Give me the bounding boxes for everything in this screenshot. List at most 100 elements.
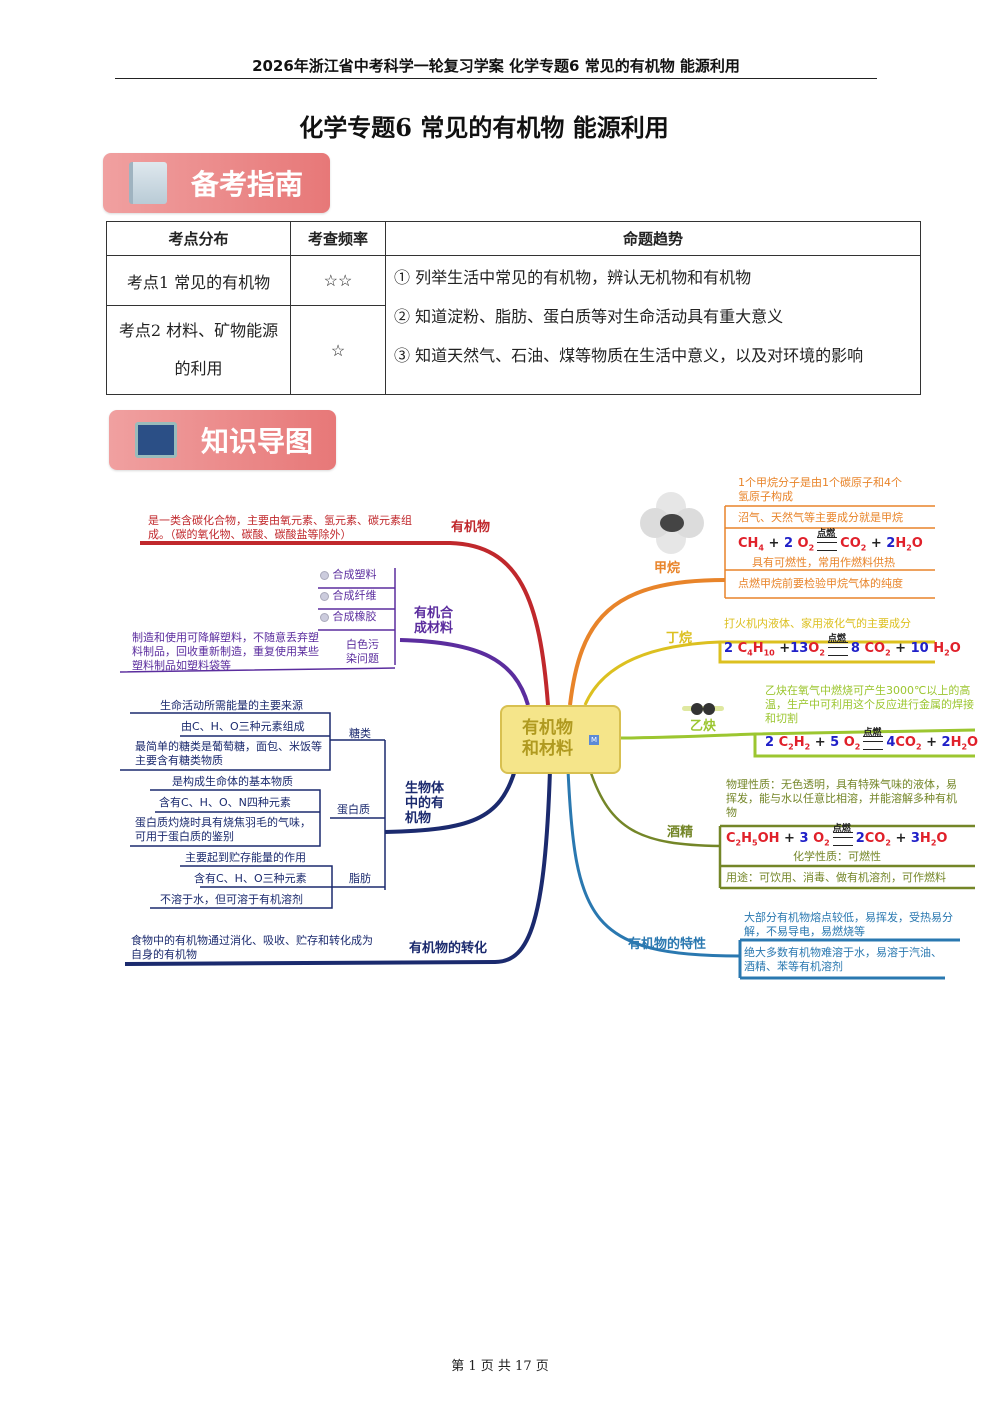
methane-item: 具有可燃性，常用作燃料供热 — [752, 556, 895, 569]
subscript: 4 — [747, 648, 753, 658]
sugar-node[interactable]: 糖类 — [349, 727, 371, 740]
synthetic-item[interactable]: 合成橡胶 — [320, 610, 377, 624]
formula-token: O — [793, 536, 809, 551]
methane-item: 沼气、天然气等主要成分就是甲烷 — [738, 511, 903, 524]
formula-token: 2 — [941, 735, 951, 750]
formula-token: O — [936, 831, 948, 846]
formula-token: 2 — [724, 641, 738, 656]
subscript: 2 — [885, 838, 891, 848]
column-header: 考查频率 — [290, 221, 386, 256]
expand-icon[interactable] — [320, 591, 329, 601]
reaction-condition: 点燃 — [827, 634, 848, 656]
item-label: 合成橡胶 — [332, 610, 377, 623]
formula-token: CO — [864, 641, 886, 656]
item-label: 合成纤维 — [332, 589, 377, 602]
protein-item: 蛋白质灼烧时具有烧焦羽毛的气味，可用于蛋白质的鉴别 — [135, 816, 311, 843]
formula-token: + — [866, 536, 887, 551]
butane-node[interactable]: 丁烷 — [666, 631, 693, 646]
white-pollution-node[interactable]: 白色污染问题 — [346, 638, 379, 665]
subscript: 2 — [735, 838, 742, 848]
formula-token: O — [967, 735, 979, 750]
formula-token: O — [808, 641, 820, 656]
subscript: 2 — [808, 543, 815, 553]
table-row: 考点2 材料、矿物能源的利用 ☆ — [106, 305, 921, 395]
subscript: 2 — [819, 648, 825, 658]
synthetic-item[interactable]: 合成纤维 — [320, 589, 377, 603]
formula-token: CO — [864, 831, 886, 846]
transform-node[interactable]: 有机物的转化 — [409, 941, 488, 956]
organic-definition: 是一类含碳化合物，主要由氧元素、氢元素、碳元素组成。（碳的氧化物、碳酸、碳酸盐等… — [148, 514, 412, 541]
branch-synthetic — [399, 638, 530, 706]
mindmap-center-node[interactable]: 有机物和材料 M — [500, 705, 621, 774]
reaction-condition: 点燃 — [832, 824, 853, 846]
frequency-cell: ☆ — [290, 305, 386, 395]
expand-icon[interactable] — [320, 570, 329, 580]
formula-token: 2 — [855, 831, 865, 846]
alcohol-item: 化学性质：可燃性 — [793, 850, 881, 863]
formula-token: H — [741, 831, 753, 846]
subscript: 2 — [860, 543, 867, 553]
branch-organic — [140, 541, 550, 706]
topic-cell: 考点2 材料、矿物能源的利用 — [106, 305, 291, 395]
property-node[interactable]: 有机物的特性 — [628, 937, 707, 952]
branch-property — [566, 769, 960, 980]
subscript: 2 — [854, 742, 861, 752]
formula-token: H — [919, 831, 931, 846]
formula-token: C — [737, 641, 748, 656]
formula-token: O — [813, 831, 825, 846]
subscript: 2 — [885, 648, 891, 658]
synthetic-item[interactable]: 合成塑料 — [320, 568, 377, 582]
methane-item: 点燃甲烷前要检验甲烷气体的纯度 — [738, 577, 903, 590]
formula-token: 10 — [910, 641, 934, 656]
synthetic-materials-node[interactable]: 有机合成材料 — [414, 606, 454, 636]
branch-bio — [384, 769, 517, 834]
formula-token: + — [779, 831, 800, 846]
subscript: 2 — [824, 838, 830, 848]
formula-token: CH — [738, 536, 759, 551]
formula-token: O — [911, 536, 923, 551]
formula-token: C — [726, 831, 736, 846]
formula-token: C — [778, 735, 789, 750]
methane-molecule-icon — [640, 492, 704, 554]
formula-token: 4 — [886, 735, 896, 750]
formula-token: H — [950, 735, 962, 750]
formula-token: 2 — [765, 735, 779, 750]
topic-cell: 考点1 常见的有机物 — [106, 255, 291, 306]
mindmap-banner: 知识导图 — [109, 410, 336, 470]
protein-item: 是构成生命体的基本物质 — [172, 775, 293, 788]
bio-organic-node[interactable]: 生物体中的有机物 — [405, 781, 445, 826]
formula-token: H — [895, 536, 907, 551]
formula-token: + — [890, 641, 911, 656]
methane-node[interactable]: 甲烷 — [654, 561, 681, 576]
formula-token: + — [890, 831, 911, 846]
column-header: 命题趋势 — [385, 221, 921, 256]
formula-token: OH — [757, 831, 780, 846]
transform-text: 食物中的有机物通过消化、吸收、贮存和转化成为自身的有机物 — [131, 934, 373, 961]
protein-item: 含有C、H、O、N四种元素 — [159, 796, 291, 809]
fat-node[interactable]: 脂肪 — [349, 872, 371, 885]
alcohol-node[interactable]: 酒精 — [667, 825, 694, 840]
guide-banner: 备考指南 — [103, 153, 330, 213]
formula-token: O — [949, 641, 961, 656]
alcohol-item: 用途：可饮用、消毒、做有机溶剂，可作燃料 — [726, 871, 946, 884]
formula-token: 2 — [783, 536, 793, 551]
formula-token: CO — [895, 735, 916, 750]
formula-token: + — [810, 735, 831, 750]
reaction-condition: 点燃 — [863, 728, 884, 750]
formula-token: 3 — [910, 831, 920, 846]
organic-node[interactable]: 有机物 — [451, 520, 491, 535]
property-item: 绝大多数有机物难溶于水，易溶于汽油、酒精、苯等有机溶剂 — [744, 946, 942, 973]
item-label: 合成塑料 — [332, 568, 377, 581]
expand-icon[interactable] — [320, 612, 329, 622]
protein-node[interactable]: 蛋白质 — [337, 803, 370, 816]
formula-token: + — [764, 536, 784, 551]
trend-cell: ① 列举生活中常见的有机物，辨认无机物和有机物 ② 知道淀粉、脂肪、蛋白质等对生… — [385, 255, 921, 395]
document-icon — [129, 162, 167, 204]
acetylene-node[interactable]: 乙炔 — [690, 719, 717, 734]
butane-item: 打火机内液体、家用液化气的主要成分 — [724, 617, 911, 630]
trend-item: ③ 知道天然气、石油、煤等物质在生活中意义，以及对环境的影响 — [394, 346, 864, 365]
page-title: 化学专题6 常见的有机物 能源利用 — [299, 113, 669, 142]
fat-item: 含有C、H、O三种元素 — [194, 872, 307, 885]
